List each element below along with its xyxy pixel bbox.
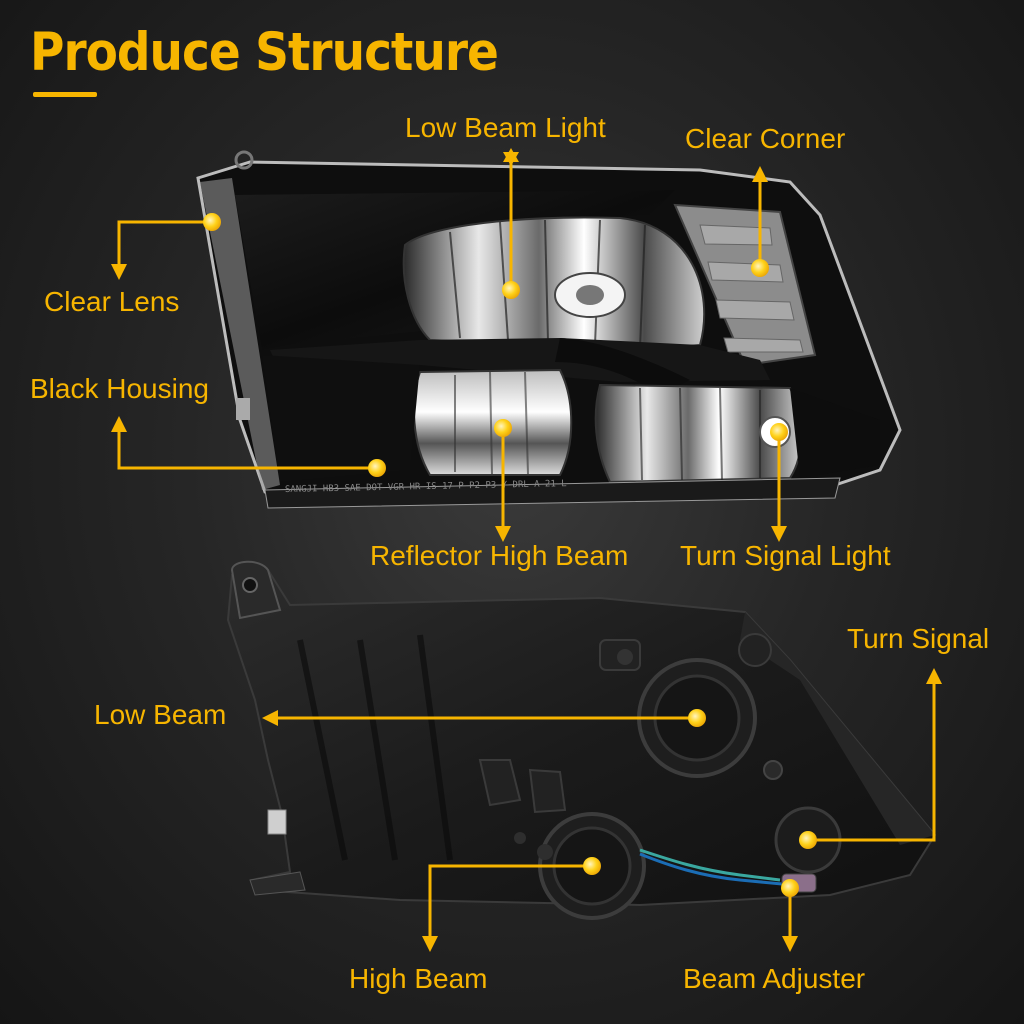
label-turn-signal: Turn Signal (847, 623, 990, 654)
rear-headlight (226, 560, 937, 920)
label-high-beam: High Beam (349, 963, 488, 994)
label-turn-signal-light: Turn Signal Light (680, 540, 891, 571)
label-clear-corner: Clear Corner (685, 123, 846, 154)
callout-lines (117, 160, 936, 940)
front-headlight (196, 150, 902, 509)
label-beam-adjuster: Beam Adjuster (683, 963, 866, 994)
label-low-beam-light: Low Beam Light (405, 112, 606, 143)
page-title: Produce Structure (30, 22, 499, 84)
callout-dots (203, 213, 817, 897)
label-reflector-high-beam: Reflector High Beam (370, 540, 629, 571)
callout-arrowheads (111, 148, 942, 952)
label-clear-lens: Clear Lens (44, 286, 180, 317)
label-low-beam: Low Beam (94, 699, 227, 730)
title-underline (33, 92, 97, 97)
label-black-housing: Black Housing (30, 373, 209, 404)
